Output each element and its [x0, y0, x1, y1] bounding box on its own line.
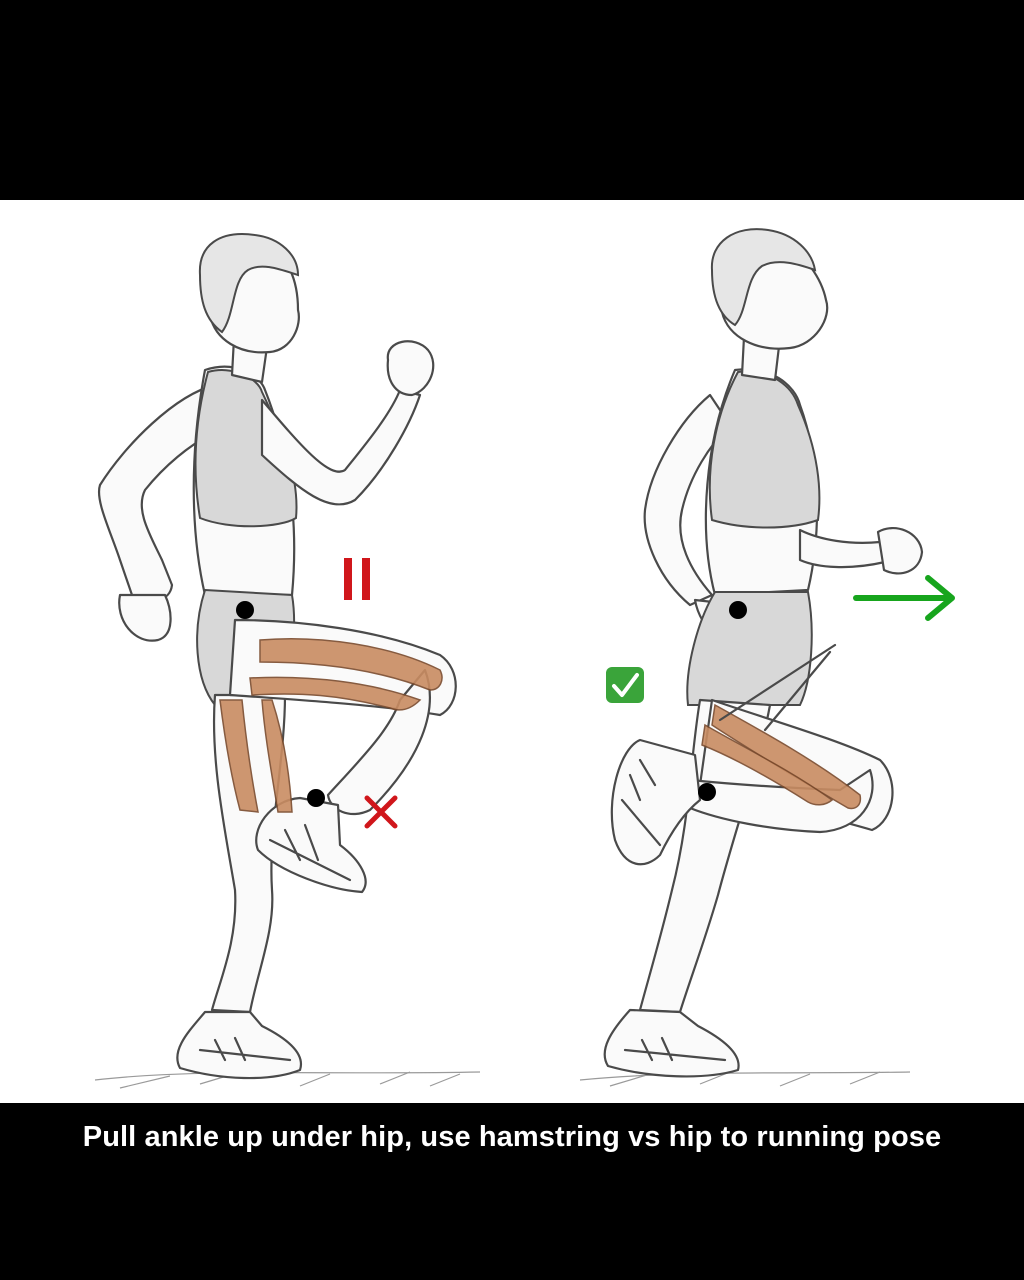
running-form-illustration: [0, 200, 1024, 1103]
caption-bar: Pull ankle up under hip, use hamstring v…: [0, 1103, 1024, 1280]
green-right-arrow-icon: [853, 575, 955, 621]
ankle-joint-dot: [698, 783, 716, 801]
correct-hamstring-pull-runner: [579, 228, 924, 1087]
red-x-icon: [364, 795, 398, 829]
hip-joint-dot: [729, 601, 747, 619]
hip-joint-dot: [236, 601, 254, 619]
top-black-bar: [0, 0, 1024, 200]
ankle-joint-dot: [307, 789, 325, 807]
incorrect-hip-lift-runner: [94, 233, 481, 1089]
green-check-icon: [606, 667, 644, 703]
caption-text: Pull ankle up under hip, use hamstring v…: [82, 1121, 942, 1153]
pause-icon: [344, 558, 370, 600]
